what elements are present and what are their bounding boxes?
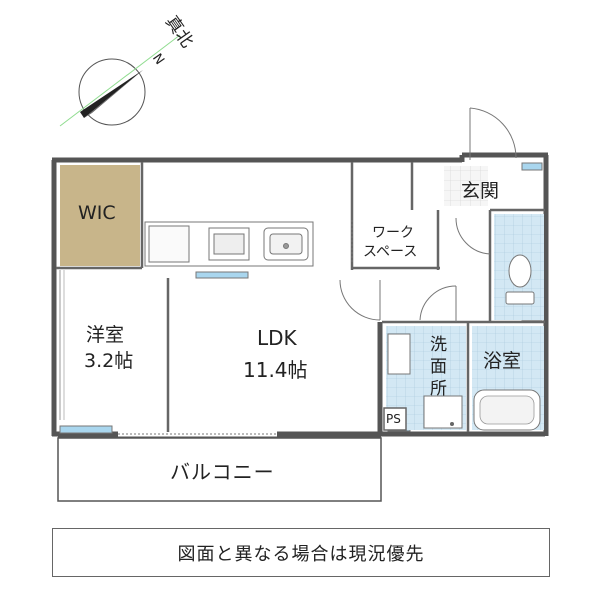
compass-true-north-line [59,34,181,127]
ps-label: PS [386,412,401,426]
washer-space [423,395,463,429]
washbasin-icon [387,333,411,375]
balcony-outline [57,437,382,502]
compass [59,34,181,127]
ldk-name: LDK [257,326,297,350]
notice-text: 図面と異なる場合は現況優先 [177,543,425,565]
work-space-line1: ワーク [372,225,414,241]
work-space-line2: スペース [363,244,418,260]
interior-walls [56,162,545,432]
toilet-icon [505,254,535,305]
genkan-floor [444,166,488,206]
door-swings [339,107,517,322]
genkan-label: 玄関 [461,180,500,202]
senmenjo-char-2: 面 [430,357,447,377]
compass-circle [78,58,146,126]
sliding-doors [59,220,353,435]
wic-room [60,165,140,266]
ps-space [383,407,407,431]
notice-box: 図面と異なる場合は現況優先 [52,528,550,577]
senmenjo-char-1: 洗 [430,335,447,355]
balcony-label: バルコニー [170,460,275,484]
kitchen-counter [144,221,314,267]
youshitsu-size: 3.2帖 [84,350,134,372]
wic-label: WIC [78,202,116,224]
compass-needle-icon [80,70,143,118]
yokushitsu-label: 浴室 [483,350,522,372]
walls [51,152,549,437]
ldk-size: 11.4帖 [243,358,308,382]
fridge-space [148,225,190,263]
youshitsu-name: 洋室 [86,324,125,346]
senmenjo-char-3: 所 [430,379,447,399]
